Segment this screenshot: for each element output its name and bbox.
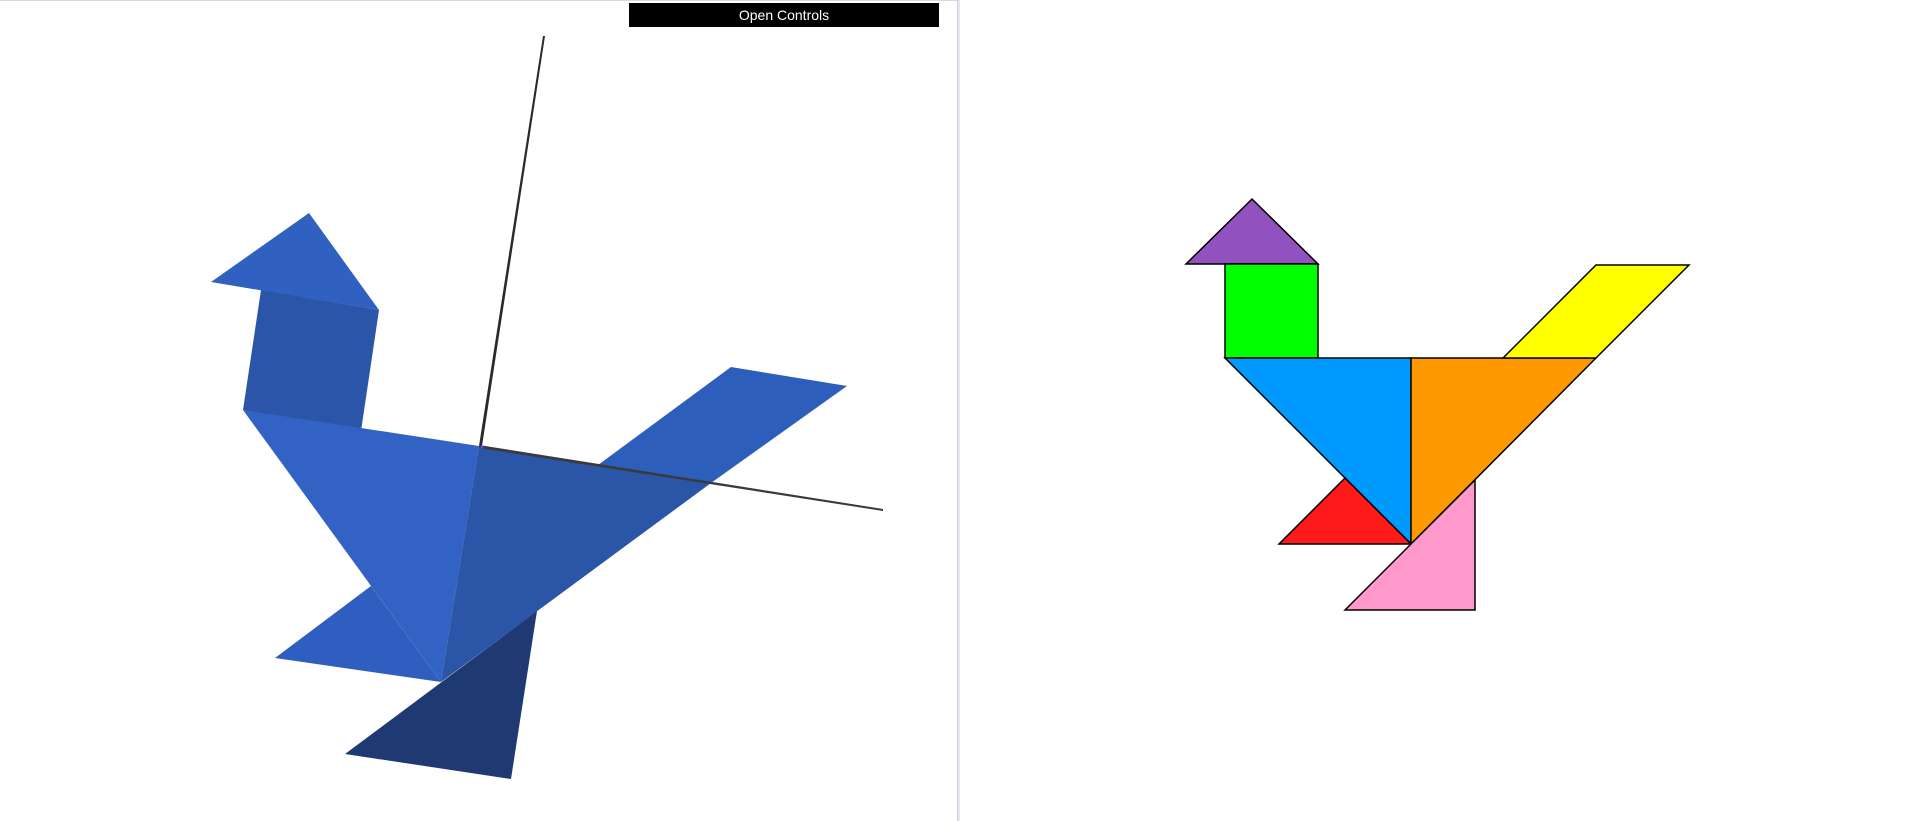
tangram-red-triangle <box>1277 476 1413 545</box>
3d-neck-piece <box>243 290 379 431</box>
panel-divider[interactable] <box>957 0 960 821</box>
3d-wing-piece <box>598 367 847 483</box>
tangram-pink-triangle <box>1343 478 1476 611</box>
3d-view-panel[interactable]: Open Controls <box>0 0 957 821</box>
horizontal-axis-line <box>479 445 883 511</box>
tangram-purple-triangle <box>1184 197 1320 265</box>
vertical-axis-line <box>479 36 545 446</box>
origin-marker <box>480 445 484 449</box>
3d-foot-piece <box>345 611 537 779</box>
3d-head-piece <box>211 213 379 310</box>
3d-scene-canvas[interactable] <box>0 1 957 821</box>
3d-tail-piece <box>275 586 441 682</box>
open-controls-button[interactable]: Open Controls <box>629 3 939 27</box>
3d-body-left-piece <box>243 410 479 682</box>
tangram-green-square <box>1224 263 1319 359</box>
tangram-2d-canvas <box>1184 197 1691 611</box>
tangram-2d-panel <box>960 0 1917 821</box>
tangram-yellow-parallelogram <box>1501 264 1691 359</box>
3d-body-right-piece <box>441 446 711 682</box>
